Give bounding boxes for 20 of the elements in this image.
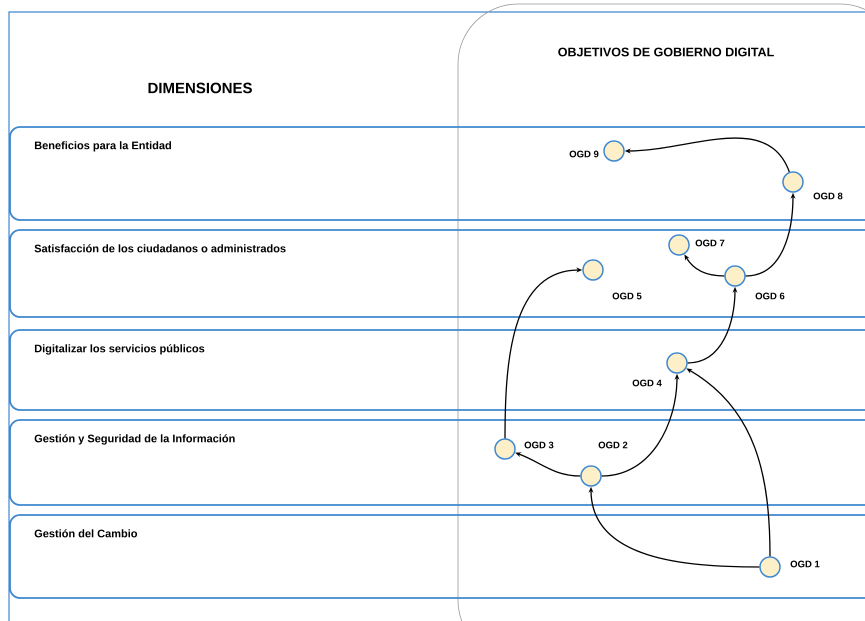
node-label: OGD 7 bbox=[696, 240, 724, 246]
heading: OBJETIVOS DE GOBIERNO DIGITAL bbox=[558, 48, 774, 56]
node-label: OGD 4 bbox=[632, 380, 662, 386]
node-label: OGD 3 bbox=[524, 442, 554, 448]
circle-node bbox=[724, 265, 746, 287]
node-label: OGD 8 bbox=[814, 192, 842, 200]
node-label: OGD 9 bbox=[570, 150, 598, 158]
circle-node bbox=[582, 259, 604, 281]
node-label: OGD 2 bbox=[598, 442, 628, 448]
circle-node bbox=[782, 171, 804, 193]
node-label: OGD 6 bbox=[756, 292, 784, 300]
node-label: OGD 1 bbox=[790, 560, 820, 568]
circle-node bbox=[668, 234, 690, 256]
circle-node bbox=[494, 438, 516, 460]
node-label: OGD 5 bbox=[612, 292, 642, 300]
heading: DIMENSIONES bbox=[148, 82, 252, 94]
circle-node bbox=[580, 465, 602, 487]
circle-node bbox=[666, 352, 688, 374]
circle-node bbox=[759, 556, 781, 578]
circle-node bbox=[603, 140, 625, 162]
